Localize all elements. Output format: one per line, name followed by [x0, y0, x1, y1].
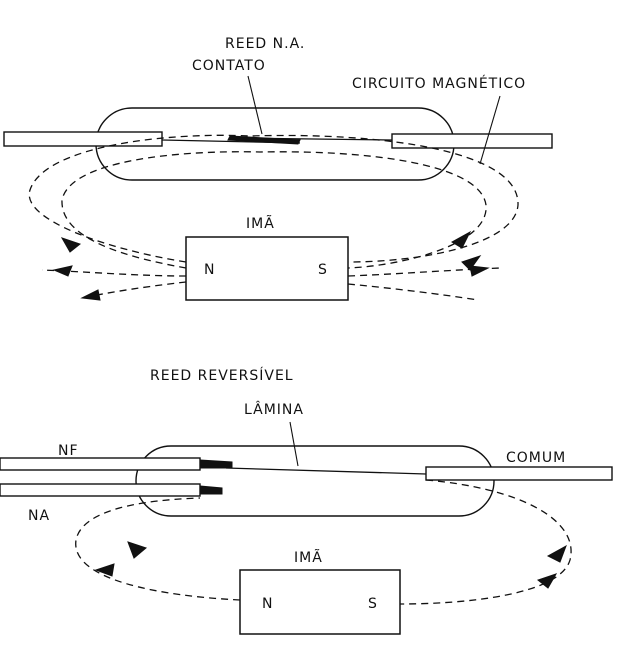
bottom-arrowheads	[94, 541, 567, 589]
bottom-common-label: COMUM	[506, 450, 566, 466]
top-circuit-label: CIRCUITO MAGNÉTICO	[352, 75, 526, 92]
bottom-reed-glass-envelope	[135, 445, 495, 517]
bottom-magnet-label: IMÃ	[294, 549, 323, 566]
bottom-blade-leader	[289, 421, 299, 467]
bottom-nf-label: NF	[58, 443, 79, 459]
top-arrowheads	[52, 230, 490, 301]
bottom-title: REED REVERSÍVEL	[150, 367, 294, 384]
top-contact-area	[227, 135, 301, 145]
top-left-lead	[3, 131, 163, 147]
bottom-blade	[225, 467, 427, 475]
top-magnet	[185, 236, 349, 301]
top-arrow-left-mid	[52, 265, 73, 277]
bottom-nf-lead	[0, 457, 201, 471]
top-arrow-left-lower	[80, 289, 101, 301]
top-magnet-label: IMÃ	[246, 215, 275, 232]
top-field-line-left-1	[41, 269, 187, 277]
bottom-pole-n: N	[262, 596, 273, 612]
top-contact-leader	[247, 75, 263, 135]
top-pole-n: N	[204, 262, 215, 278]
top-right-lead	[391, 133, 553, 149]
top-title: REED N.A.	[225, 36, 305, 52]
top-contact-label: CONTATO	[192, 58, 266, 74]
top-diagram: REED N.A. CONTATO CIRCUITO MAGNÉTICO IMÃ…	[3, 36, 553, 301]
bottom-magnet	[239, 569, 401, 635]
top-pole-s: S	[318, 262, 328, 278]
top-arrow-left-upper	[60, 237, 82, 253]
bottom-blade-label: LÂMINA	[244, 400, 304, 418]
top-arrow-right-upper	[451, 230, 472, 249]
bottom-arrow-left-lower	[94, 563, 115, 577]
bottom-field-line	[75, 497, 241, 601]
top-arrow-right-lower	[469, 265, 490, 277]
bottom-common-lead	[425, 466, 613, 481]
bottom-arrow-right-lower	[536, 573, 558, 589]
bottom-arrow-left-upper	[127, 541, 148, 559]
bottom-na-label: NA	[28, 508, 50, 524]
top-field-line-right-2	[347, 283, 479, 301]
bottom-field-line-right	[399, 479, 572, 605]
bottom-na-contact	[199, 485, 223, 495]
bottom-nf-contact	[199, 459, 233, 469]
bottom-diagram: REED REVERSÍVEL LÂMINA NF NA COMUM IMÃ N…	[0, 367, 613, 635]
bottom-pole-s: S	[368, 596, 378, 612]
top-field-line-inner	[61, 151, 487, 269]
top-circuit-leader	[479, 95, 501, 165]
top-arrow-right-mid	[461, 255, 482, 271]
bottom-na-lead	[0, 483, 201, 497]
top-field-line-outer	[28, 134, 519, 263]
bottom-arrow-right-upper	[546, 544, 567, 563]
